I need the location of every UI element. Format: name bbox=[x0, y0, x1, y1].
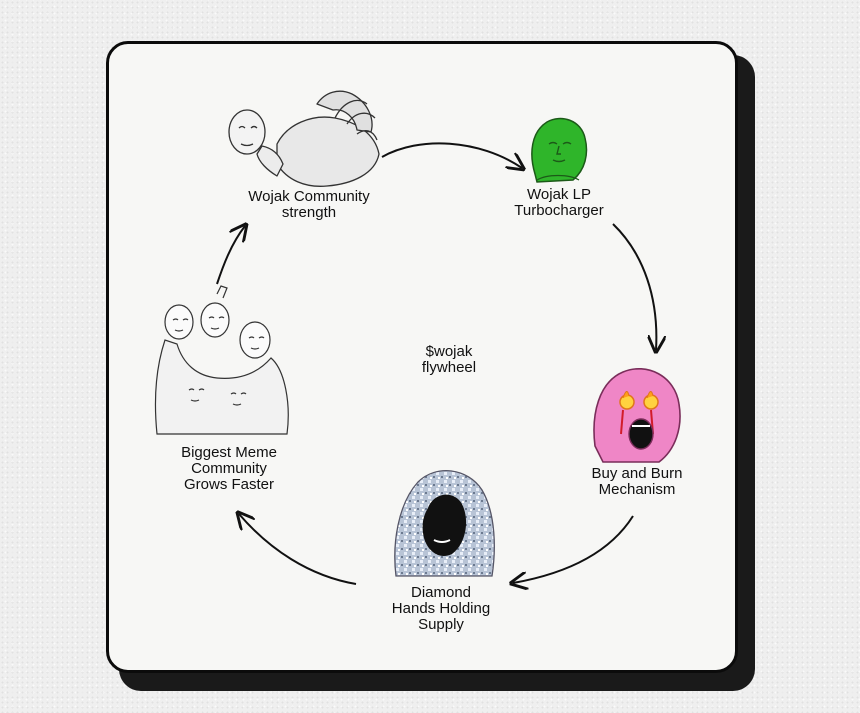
diamond-hoodie-wojak-icon bbox=[394, 470, 495, 577]
arrow-community-to-lp bbox=[381, 142, 522, 168]
arrow-lp-to-burn bbox=[612, 223, 656, 350]
flywheel-center-label: $wojak flywheel bbox=[421, 343, 477, 376]
node-label-meme-community: Biggest Meme Community Grows Faster bbox=[181, 444, 277, 493]
node-label-community-strength: Wojak Community strength bbox=[248, 188, 370, 221]
wojak-crowd-icon bbox=[154, 285, 289, 435]
node-label-diamond-hands: Diamond Hands Holding Supply bbox=[391, 584, 491, 633]
flywheel-arrows bbox=[216, 142, 738, 673]
flywheel-card: Wojak Community strength Wojak LP Turboc… bbox=[106, 41, 738, 673]
arrow-burn-to-diamond bbox=[513, 515, 634, 583]
node-label-buy-burn: Buy and Burn Mechanism bbox=[591, 465, 683, 498]
wojak-hug-icon bbox=[228, 90, 380, 187]
pink-wojak-fire-eyes-icon bbox=[593, 368, 681, 463]
arrow-diamond-to-meme bbox=[239, 514, 357, 585]
green-wojak-icon bbox=[531, 117, 588, 183]
node-label-lp-turbocharger: Wojak LP Turbocharger bbox=[514, 186, 604, 219]
arrow-meme-to-community bbox=[216, 226, 245, 285]
